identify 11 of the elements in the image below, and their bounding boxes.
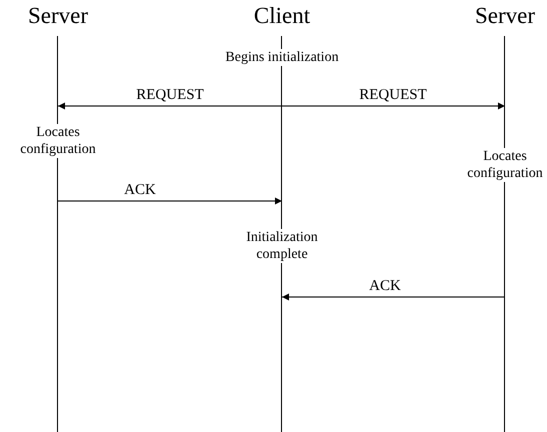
message-label: ACK <box>123 182 157 199</box>
participant-label: Client <box>252 2 312 30</box>
message-arrow <box>282 102 506 110</box>
message-label: REQUEST <box>358 87 428 104</box>
participant-label: Server <box>26 2 90 30</box>
message-label: REQUEST <box>135 87 205 104</box>
message-arrow <box>58 198 282 204</box>
message-arrow <box>58 102 282 110</box>
message-label: ACK <box>368 278 402 295</box>
message-arrow <box>282 294 506 300</box>
participant-label: Server <box>474 2 536 30</box>
